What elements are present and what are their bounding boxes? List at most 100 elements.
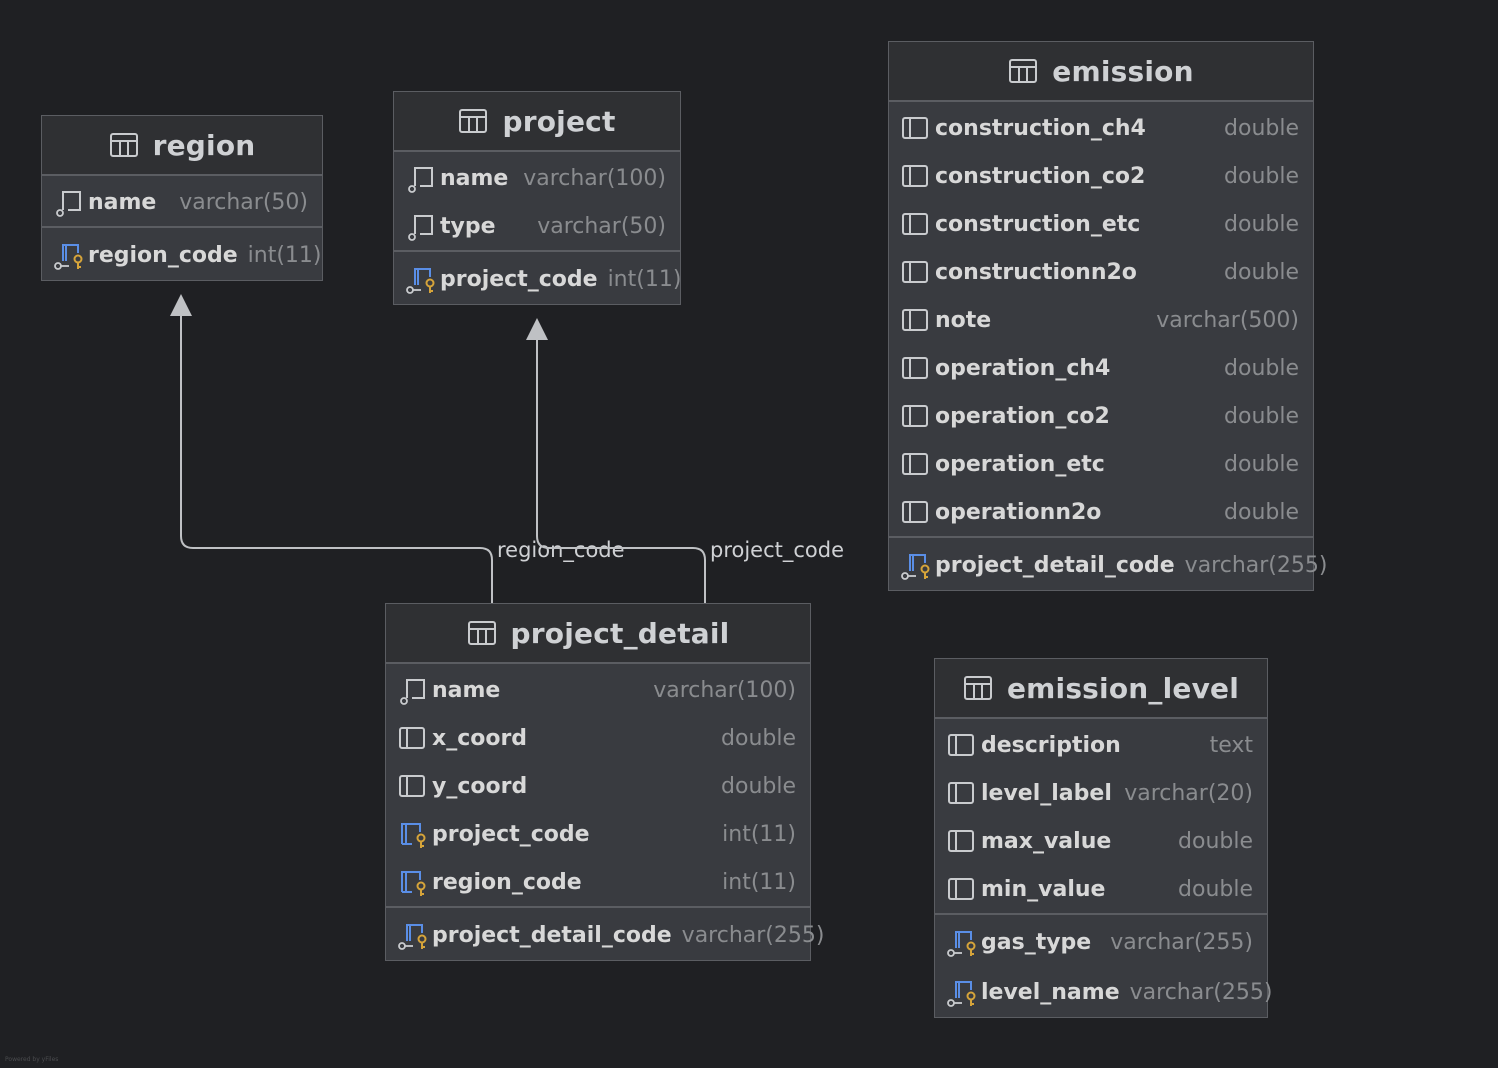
column-row[interactable]: name varchar(100) [394,154,680,202]
column-name: x_coord [432,725,528,751]
relation-label: project_code [710,538,844,563]
column-row[interactable]: gas_type varchar(255) [935,917,1267,967]
column-icon [902,357,928,379]
primary-key-column-icon [398,924,427,950]
table-header[interactable]: emission_level [935,659,1267,719]
column-icon [902,309,928,331]
relation-region-code[interactable]: region_code [170,294,625,603]
column-icon [902,453,928,475]
column-type: int(11) [607,266,682,292]
column-type: varchar(100) [523,165,666,191]
column-icon [902,213,928,235]
column-row[interactable]: operation_co2 double [889,392,1313,440]
column-name: project_detail_code [432,922,672,948]
not-null-column-icon [408,167,433,193]
table-icon [1009,59,1038,83]
column-name: name [440,165,509,191]
table-icon [459,109,488,133]
column-row[interactable]: construction_etc double [889,200,1313,248]
table-title: region [152,128,256,162]
column-name: gas_type [981,929,1092,955]
column-type: int(11) [247,242,322,268]
column-type: double [1178,876,1253,902]
column-row[interactable]: region_code int(11) [42,230,322,280]
column-name: max_value [981,828,1112,854]
table-header[interactable]: region [42,116,322,176]
not-null-column-icon [56,191,81,217]
column-row[interactable]: name varchar(50) [42,178,322,226]
column-icon [902,261,928,283]
column-type: double [1178,828,1253,854]
table-header[interactable]: emission [889,42,1313,102]
column-row[interactable]: x_coord double [386,714,810,762]
column-icon [902,117,928,139]
column-type: double [1224,403,1299,429]
column-name: operation_co2 [935,403,1110,429]
column-name: construction_etc [935,211,1141,237]
column-row[interactable]: max_value double [935,817,1267,865]
column-icon [399,775,425,797]
primary-key-column-icon [406,268,435,294]
column-type: varchar(50) [179,189,308,215]
table-header[interactable]: project_detail [386,604,810,664]
primary-key-column-icon [947,981,976,1007]
column-name: region_code [88,242,238,268]
table-header[interactable]: project [394,92,680,152]
column-name: operation_etc [935,451,1105,477]
table-project-detail[interactable]: project_detail name varchar(100) x_coord do… [385,603,824,961]
primary-key-section: project_detail_code varchar(255) [386,906,824,960]
column-name: name [88,189,157,215]
table-region[interactable]: region name varchar(50) region_code int(11… [41,115,323,281]
table-title: emission [1052,54,1194,88]
column-name: name [432,677,501,703]
column-name: construction_ch4 [935,115,1146,141]
column-name: y_coord [432,773,528,799]
column-type: double [1224,211,1299,237]
column-type: varchar(50) [537,213,666,239]
column-type: varchar(255) [1129,979,1273,1005]
column-row[interactable]: project_detail_code varchar(255) [386,910,824,960]
column-name: project_detail_code [935,552,1175,578]
column-type: double [721,725,796,751]
column-icon [948,734,974,756]
relation-project-code[interactable]: project_code [526,318,844,603]
table-title: emission_level [1006,671,1240,705]
table-title: project [502,104,616,138]
column-row[interactable]: name varchar(100) [386,666,810,714]
column-type: varchar(100) [653,677,796,703]
column-type: varchar(255) [681,922,825,948]
column-type: varchar(500) [1156,307,1299,333]
arrowhead-icon [170,294,192,316]
column-row[interactable]: project_detail_code varchar(255) [889,540,1327,590]
column-icon [902,501,928,523]
column-type: int(11) [722,869,796,895]
column-type: double [1224,499,1299,525]
column-type: double [1224,259,1299,285]
column-type: varchar(255) [1110,929,1253,955]
foreign-key-column-icon [401,871,426,896]
column-type: varchar(255) [1184,552,1328,578]
